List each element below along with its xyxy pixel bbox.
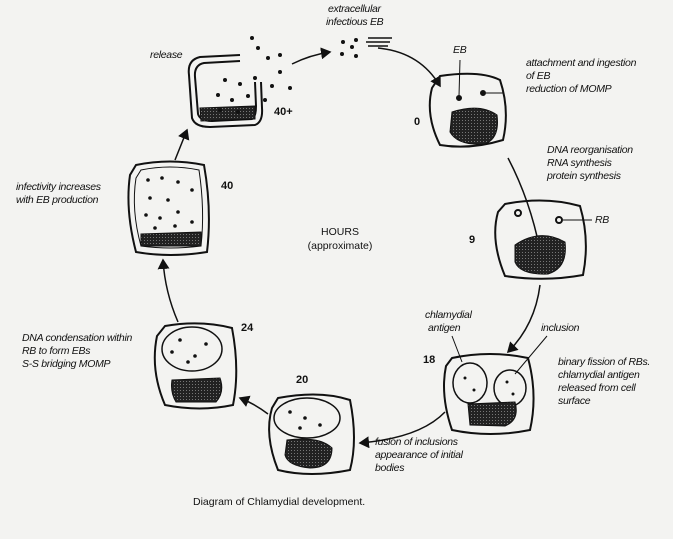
cell-40plus (187, 54, 264, 129)
stage-0-note-2: of EB (526, 70, 551, 82)
hour-18: 18 (423, 354, 436, 366)
cell-20 (268, 393, 355, 475)
stage-9-note-1: DNA reorganisation (547, 144, 633, 156)
cell-18 (443, 335, 548, 435)
stage-18-note-4: surface (558, 395, 591, 407)
stage-20-note-3: bodies (375, 462, 405, 474)
stage-18-note-1: binary fission of RBs. (558, 356, 651, 368)
chlamydial-antigen-label-2: antigen (428, 322, 461, 334)
hour-20: 20 (296, 374, 309, 386)
stage-9-note-3: protein synthesis (547, 170, 621, 182)
stage-24-note-1: DNA condensation within (22, 332, 133, 344)
arrow-9-to-18 (506, 284, 541, 354)
cell-40 (127, 160, 210, 256)
cell-9 (494, 199, 592, 280)
eb-pointer-label: EB (453, 44, 467, 56)
arrow-40-to-40plus (174, 128, 190, 161)
stage-9-note-2: RNA synthesis (547, 157, 612, 169)
stage-0-note-1: attachment and ingestion (526, 57, 637, 69)
hour-40: 40 (221, 180, 234, 192)
caption: Diagram of Chlamydial development. (193, 496, 366, 508)
center-subtitle: (approximate) (307, 240, 373, 252)
arrow-40plus-to-eb (291, 47, 332, 65)
hour-40plus: 40+ (274, 106, 293, 118)
arrow-20-to-24 (238, 395, 269, 415)
stage-20-note-2: appearance of initial (375, 449, 463, 461)
arrow-18-to-20 (358, 411, 446, 449)
arrow-24-to-40 (157, 258, 179, 323)
center-title: HOURS (321, 226, 359, 238)
hour-24: 24 (241, 322, 254, 334)
stage-20-note-1: fusion of inclusions (375, 436, 458, 448)
eb-marks (366, 37, 392, 47)
extracellular-label-1: extracellular (328, 3, 381, 15)
stage-0-note-3: reduction of MOMP (526, 83, 612, 95)
hour-0: 0 (414, 116, 421, 128)
extracellular-label-2: infectious EB (326, 16, 384, 28)
hour-9: 9 (469, 234, 476, 246)
stage-40-note-2: with EB production (16, 194, 99, 206)
stage-18-note-2: chlamydial antigen (558, 369, 640, 381)
pointer-lines (451, 335, 548, 375)
released-ebs (216, 36, 358, 114)
stage-24-note-3: S-S bridging MOMP (22, 358, 111, 370)
inclusion-label: inclusion (541, 322, 580, 334)
cell-24 (153, 322, 238, 410)
release-label: release (150, 49, 183, 61)
stage-40-note-1: infectivity increases (16, 181, 101, 193)
stage-18-note-3: released from cell (558, 382, 636, 394)
arrow-eb-to-0 (377, 47, 441, 88)
chlamydial-antigen-label-1: chlamydial (425, 309, 472, 321)
cell-0 (428, 59, 507, 148)
rb-pointer-label: RB (595, 214, 609, 226)
inclusion-dots (144, 176, 515, 430)
stage-24-note-2: RB to form EBs (22, 345, 91, 357)
